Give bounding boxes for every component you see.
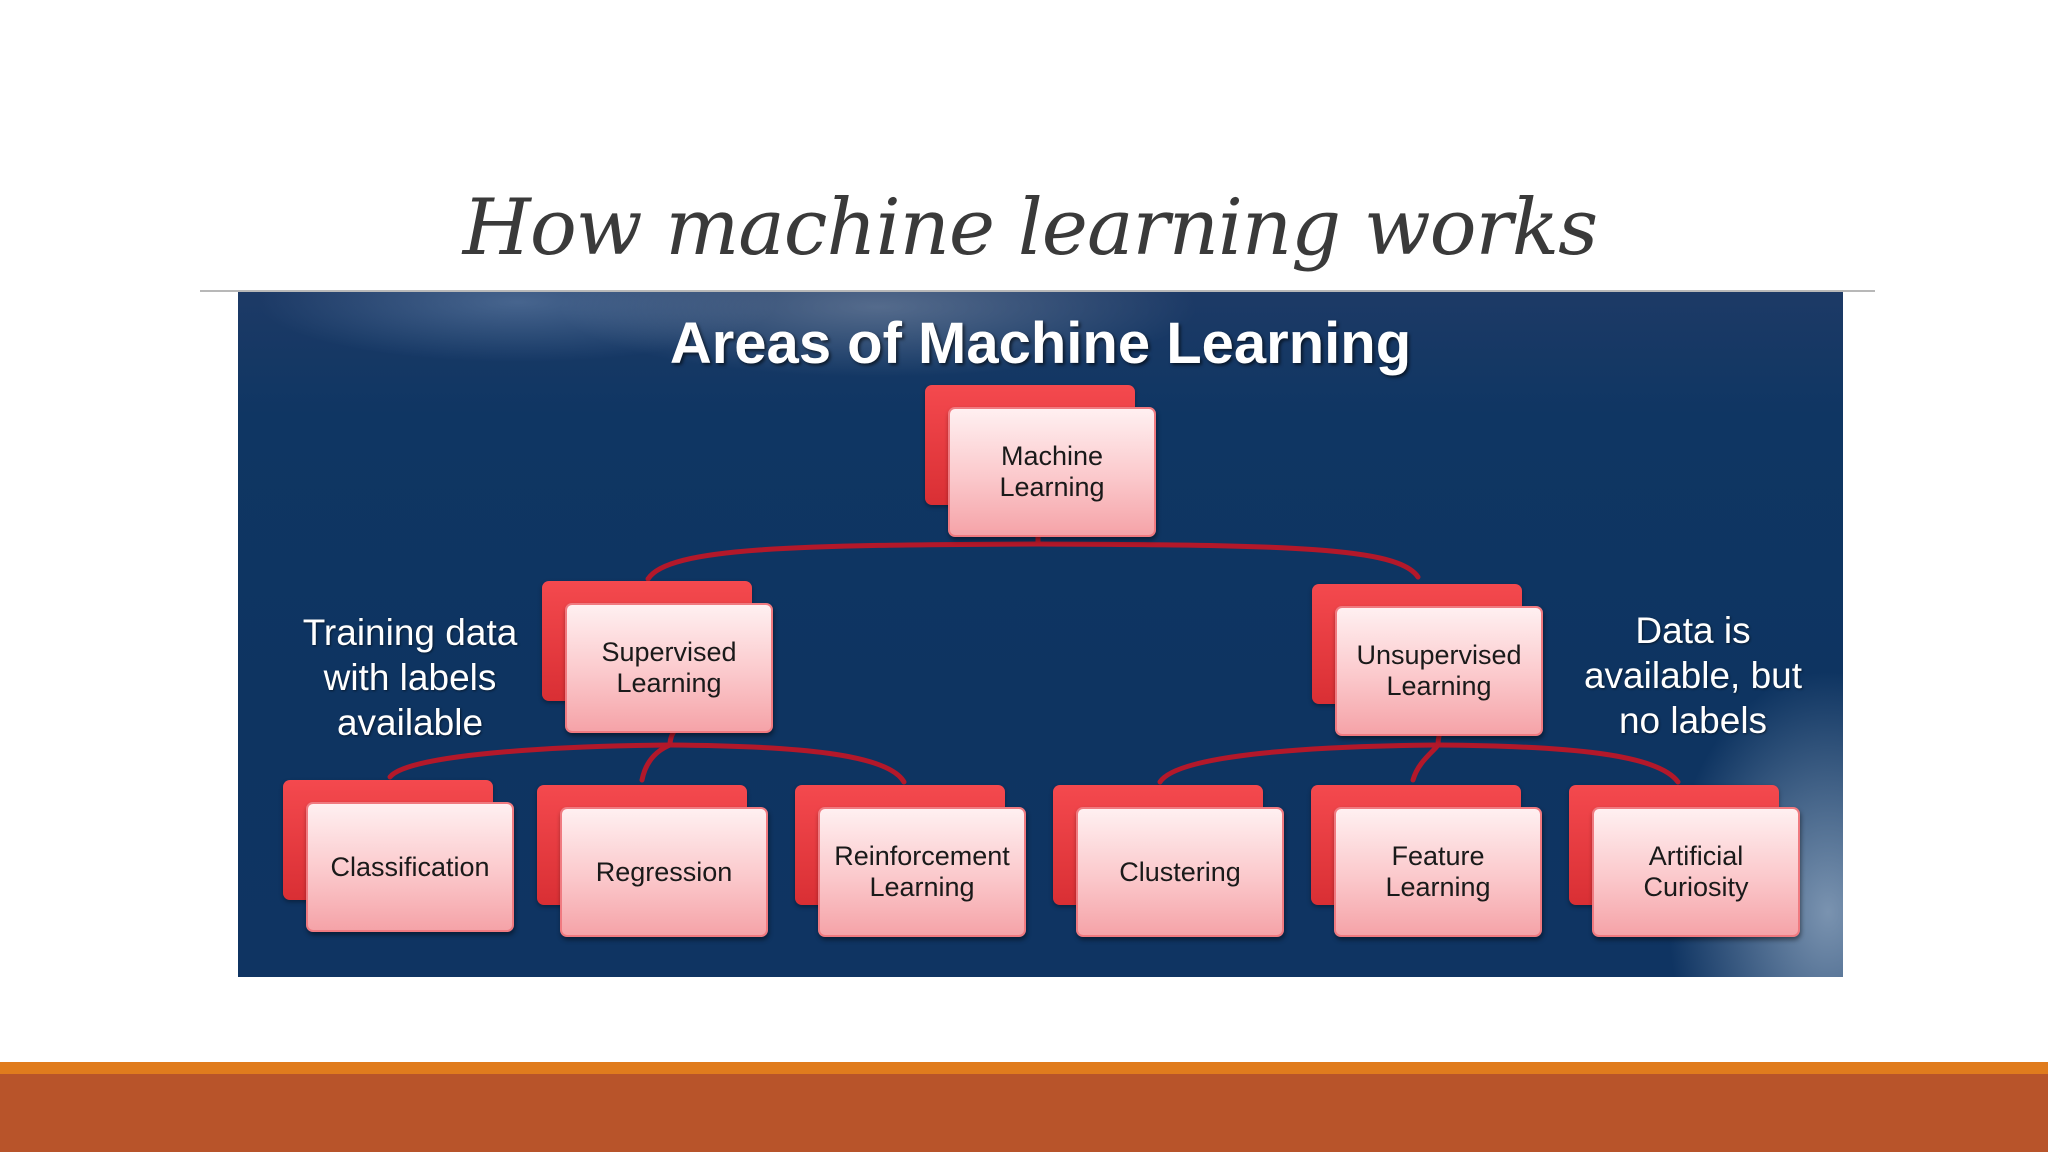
node-label: Regression [560,807,768,937]
footer-accent-stripe [0,1062,2048,1074]
node-label: Supervised Learning [565,603,773,733]
diagram-heading: Areas of Machine Learning [669,311,1412,376]
node-unsupervised-learning: Unsupervised Learning [1312,584,1543,736]
node-label: Artificial Curiosity [1592,807,1800,937]
note-unsupervised: Data is available, but no labels [1583,610,1803,741]
node-label: Unsupervised Learning [1335,606,1543,736]
connector-lines [387,533,1681,785]
node-clustering: Clustering [1053,785,1284,937]
note-supervised: Training data with labels available [302,612,518,743]
slide-title: How machine learning works [462,183,1598,273]
node-classification: Classification [283,780,514,932]
node-label: Classification [306,802,514,932]
node-label: Feature Learning [1334,807,1542,937]
node-label: Clustering [1076,807,1284,937]
node-machine-learning: Machine Learning [925,385,1156,537]
node-label: Machine Learning [948,407,1156,537]
title-divider [200,290,1875,292]
node-regression: Regression [537,785,768,937]
node-label: Reinforcement Learning [818,807,1026,937]
connector-root-to-branches [645,541,1421,582]
node-artificial-curiosity: Artificial Curiosity [1569,785,1800,937]
node-feature-learning: Feature Learning [1311,785,1542,937]
diagram-image: Areas of Machine Learning Machine Learni… [238,292,1843,977]
node-supervised-learning: Supervised Learning [542,581,773,733]
node-reinforcement-learning: Reinforcement Learning [795,785,1026,937]
connector-unsupervised-middle [1410,742,1441,783]
footer-bar [0,1074,2048,1152]
connector-supervised-middle [639,742,673,783]
